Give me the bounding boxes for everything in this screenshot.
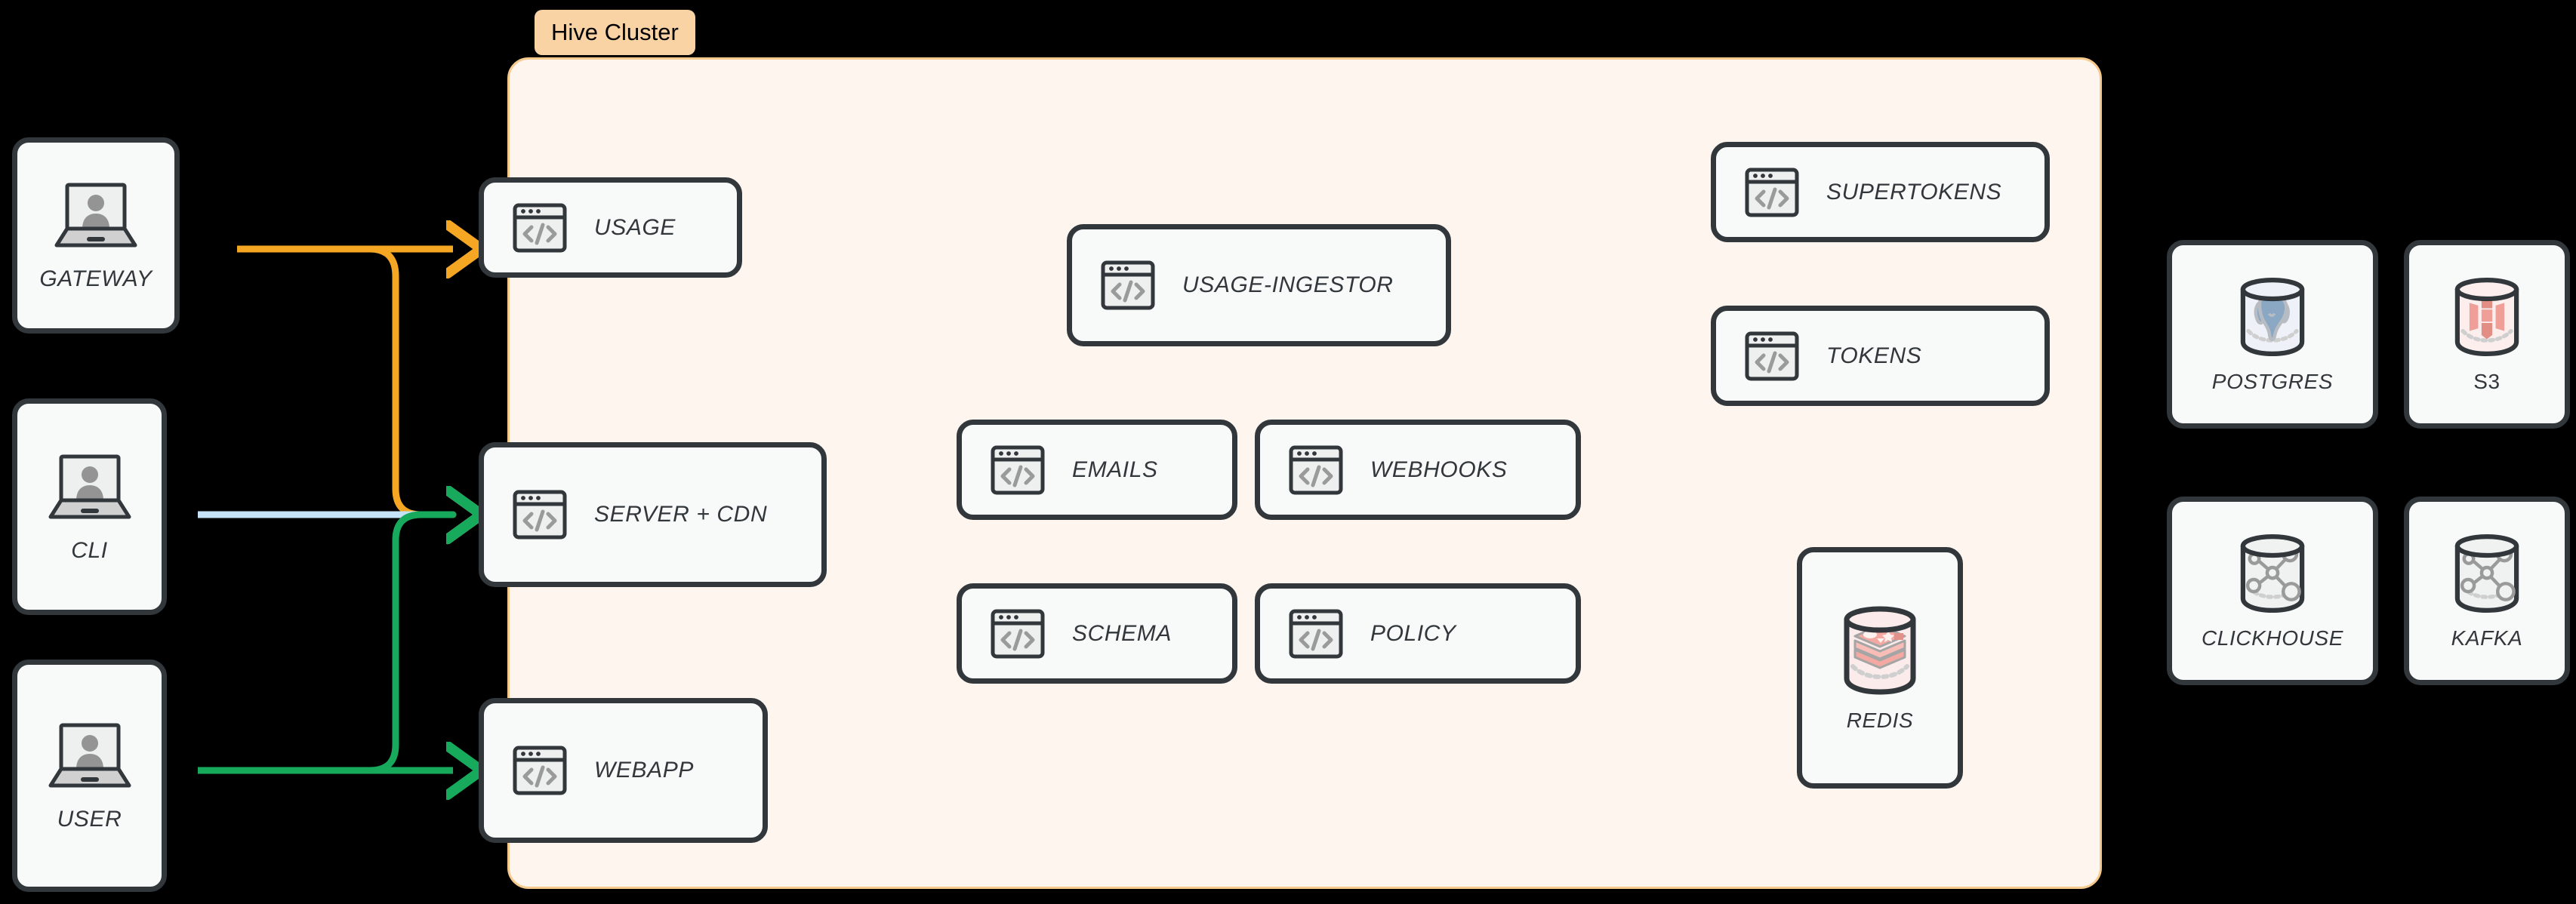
store-label-clickhouse: CLICKHOUSE	[2201, 626, 2344, 650]
code-window-icon	[511, 742, 569, 799]
code-window-icon	[511, 199, 569, 257]
graph-database-icon	[2231, 531, 2314, 616]
laptop-user-icon	[54, 179, 138, 254]
code-window-icon	[1743, 327, 1801, 385]
store-node-redis[interactable]: REDIS	[1797, 547, 1963, 789]
service-node-usage-ingestor[interactable]: USAGE-INGESTOR	[1067, 224, 1451, 346]
code-window-icon	[1743, 164, 1801, 221]
store-label-s3: S3	[2473, 370, 2501, 393]
client-label-user: USER	[57, 807, 122, 832]
service-node-policy[interactable]: POLICY	[1255, 583, 1581, 684]
service-label-emails: EMAILS	[1072, 457, 1158, 482]
service-label-usage: USAGE	[594, 214, 676, 240]
service-node-schema[interactable]: SCHEMA	[957, 583, 1237, 684]
code-window-icon	[511, 486, 569, 543]
service-node-server-cdn[interactable]: SERVER + CDN	[479, 442, 827, 587]
code-window-icon	[1287, 605, 1345, 663]
service-node-usage[interactable]: USAGE	[479, 177, 742, 278]
client-node-user[interactable]: USER	[12, 660, 167, 892]
redis-database-icon	[1834, 603, 1926, 698]
store-node-postgres[interactable]: POSTGRES	[2167, 240, 2378, 429]
hive-cluster-label: Hive Cluster	[535, 10, 695, 55]
client-node-gateway[interactable]: GATEWAY	[12, 137, 180, 334]
code-window-icon	[1099, 257, 1157, 314]
s3-database-icon	[2445, 275, 2528, 359]
service-label-webhooks: WEBHOOKS	[1370, 457, 1508, 482]
service-label-tokens: TOKENS	[1826, 343, 1922, 368]
edge-user-to-server-cdn	[321, 515, 453, 774]
client-label-gateway: GATEWAY	[39, 266, 153, 291]
service-label-usage-ingestor: USAGE-INGESTOR	[1182, 272, 1394, 297]
graph-database-icon	[2445, 531, 2528, 616]
edge-gateway-to-server-cdn	[321, 245, 453, 515]
service-node-supertokens[interactable]: SUPERTOKENS	[1711, 142, 2050, 242]
store-node-clickhouse[interactable]: CLICKHOUSE	[2167, 497, 2378, 685]
service-label-schema: SCHEMA	[1072, 620, 1172, 646]
service-node-tokens[interactable]: TOKENS	[1711, 306, 2050, 406]
service-label-supertokens: SUPERTOKENS	[1826, 179, 2002, 204]
store-node-kafka[interactable]: KAFKA	[2404, 497, 2570, 685]
store-label-redis: REDIS	[1846, 709, 1914, 732]
postgres-database-icon	[2231, 275, 2314, 359]
service-node-emails[interactable]: EMAILS	[957, 420, 1237, 520]
code-window-icon	[989, 605, 1046, 663]
code-window-icon	[989, 441, 1046, 499]
client-node-cli[interactable]: CLI	[12, 398, 167, 615]
code-window-icon	[1287, 441, 1345, 499]
service-label-policy: POLICY	[1370, 620, 1456, 646]
store-label-kafka: KAFKA	[2451, 626, 2523, 650]
store-node-s3[interactable]: S3	[2404, 240, 2570, 429]
service-label-server-cdn: SERVER + CDN	[594, 502, 768, 527]
client-label-cli: CLI	[71, 537, 108, 563]
store-label-postgres: POSTGRES	[2211, 370, 2334, 393]
service-node-webhooks[interactable]: WEBHOOKS	[1255, 420, 1581, 520]
laptop-user-icon	[48, 719, 132, 795]
service-label-webapp: WEBAPP	[594, 758, 694, 783]
laptop-user-icon	[48, 450, 132, 526]
service-node-webapp[interactable]: WEBAPP	[479, 698, 768, 843]
